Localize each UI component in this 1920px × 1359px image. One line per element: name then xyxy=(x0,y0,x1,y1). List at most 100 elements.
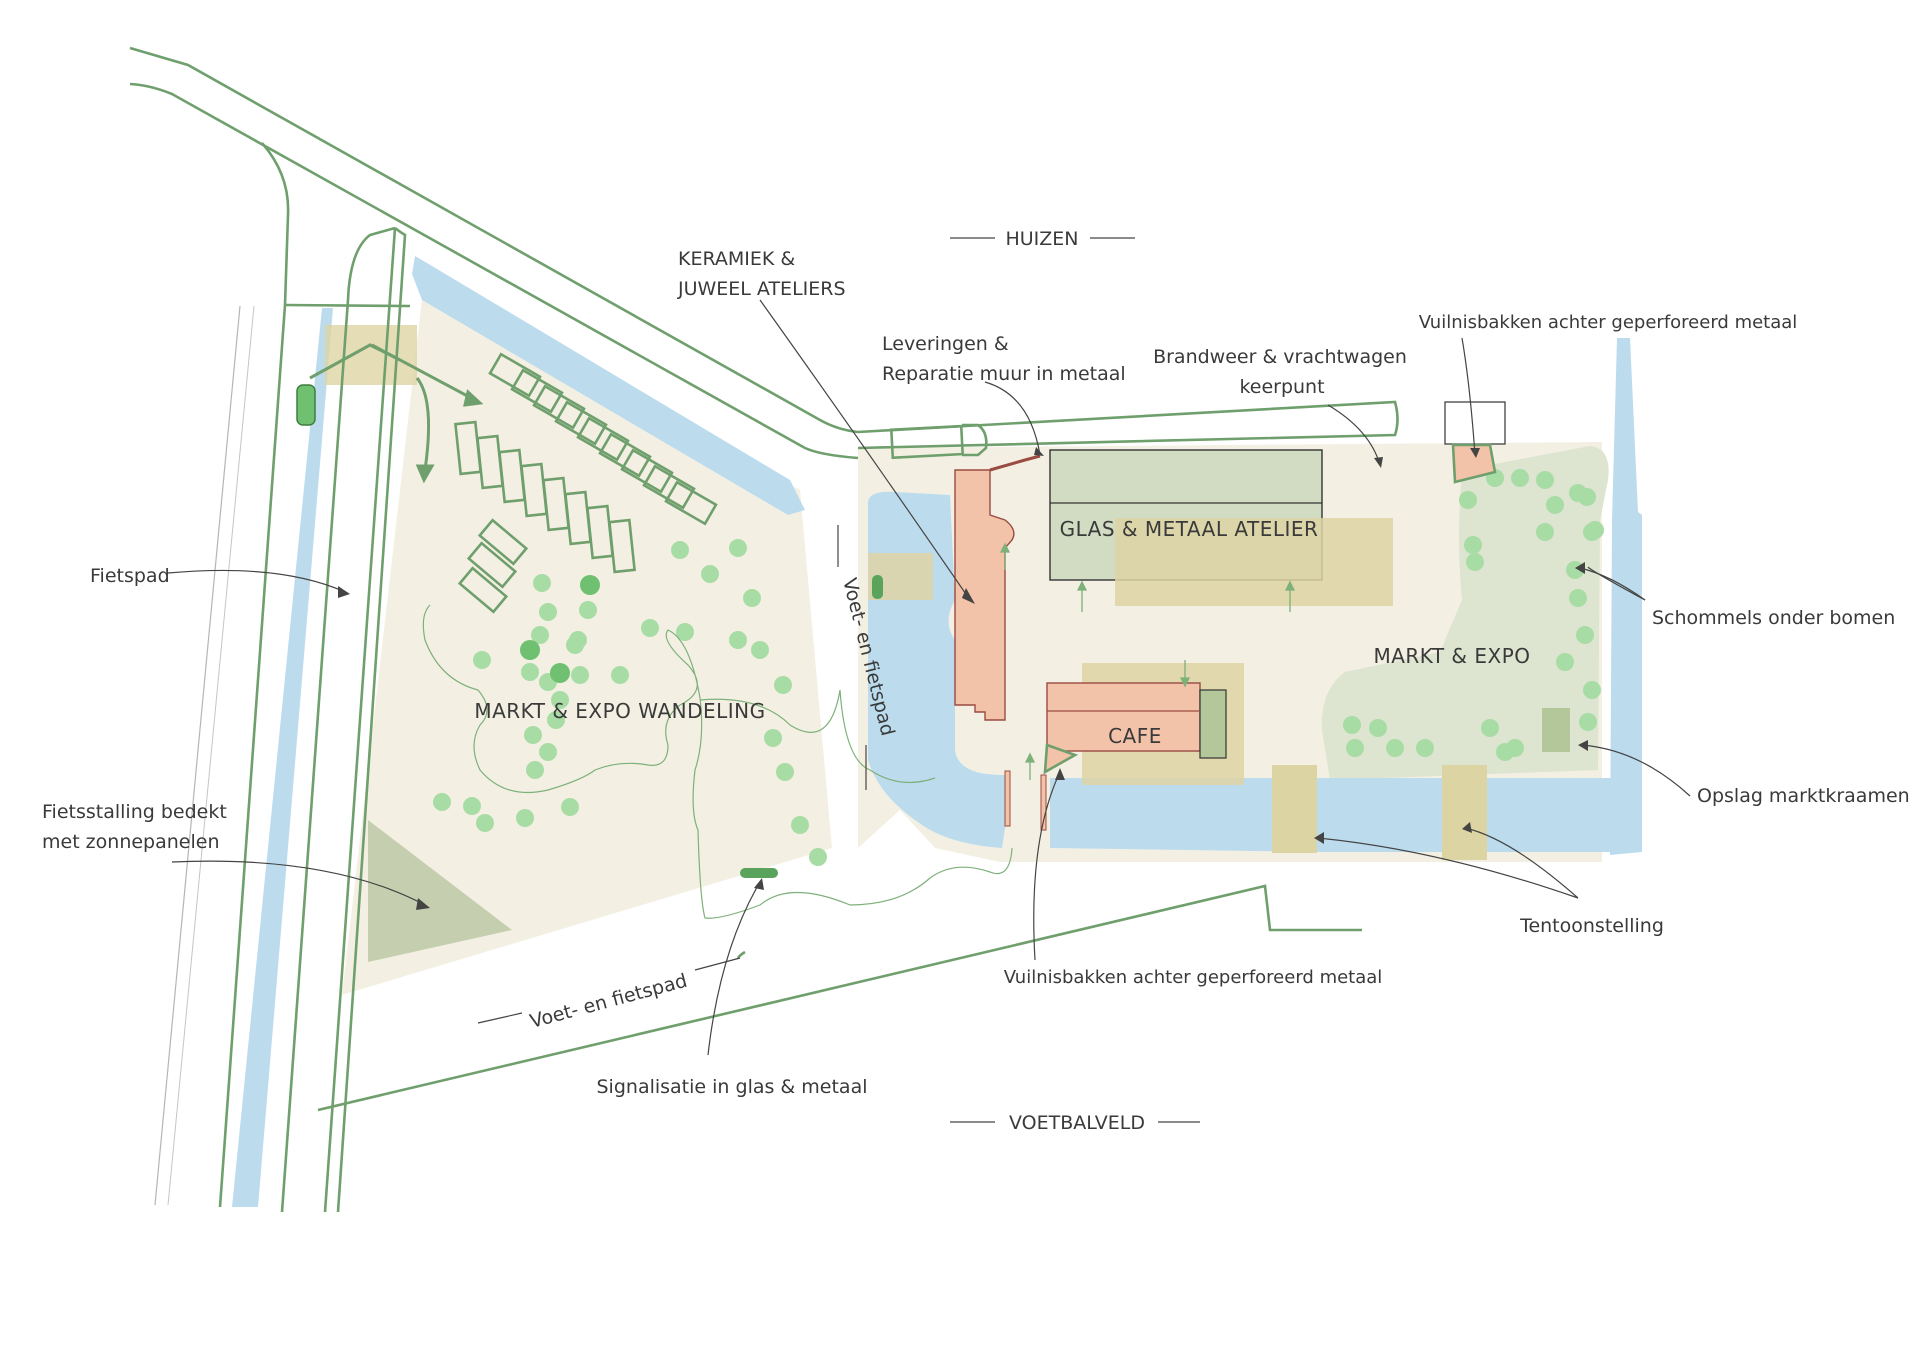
tree xyxy=(561,798,579,816)
label-fietsstalling-line1: Fietsstalling bedekt xyxy=(42,801,227,823)
label-leveringen-line1: Leveringen & xyxy=(882,333,1009,355)
tree xyxy=(1536,523,1554,541)
signage-post-small xyxy=(872,575,883,599)
label-voet-fietspad-diagonal: Voet- en fietspad xyxy=(528,970,690,1033)
bin-shelter-top xyxy=(1444,401,1506,445)
road-west-lane-b xyxy=(323,227,397,1213)
parking-space xyxy=(488,352,542,398)
tree xyxy=(1569,589,1587,607)
road-north-edge xyxy=(129,46,1399,450)
cafe-annex xyxy=(1199,689,1227,759)
tree xyxy=(524,726,542,744)
road-marking-b xyxy=(167,305,255,1206)
exhibition-pad-behind-glas xyxy=(1115,518,1393,606)
entry-arrows xyxy=(309,343,484,484)
tree-dark xyxy=(580,575,600,595)
tree xyxy=(551,691,569,709)
tree xyxy=(776,763,794,781)
delivery-metal-wall xyxy=(989,454,1041,472)
bike-shelter-solar xyxy=(368,820,512,962)
tree xyxy=(641,619,659,637)
parking-space xyxy=(642,464,696,510)
tree xyxy=(539,743,557,761)
tree xyxy=(1546,496,1564,514)
tree xyxy=(1369,719,1387,737)
tree xyxy=(566,636,584,654)
cafe-building xyxy=(1046,682,1201,752)
delivery-truck-cab xyxy=(962,423,988,457)
parking-space xyxy=(664,480,718,526)
walk-path-branch xyxy=(699,689,936,784)
tree xyxy=(476,814,494,832)
label-vuilnis-bottom: Vuilnisbakken achter geperforeerd metaal xyxy=(1004,967,1383,988)
tree xyxy=(1583,681,1601,699)
parking-space xyxy=(576,416,630,462)
tree xyxy=(1343,716,1361,734)
tree xyxy=(729,539,747,557)
tree xyxy=(676,623,694,641)
tree xyxy=(764,729,782,747)
tree xyxy=(1386,739,1404,757)
tree xyxy=(526,761,544,779)
tree xyxy=(1346,739,1364,757)
label-leveringen-line2: Reparatie muur in metaal xyxy=(882,363,1126,385)
parking-space xyxy=(608,518,636,574)
tree xyxy=(547,711,565,729)
tree xyxy=(671,541,689,559)
tree xyxy=(433,793,451,811)
car-west-road xyxy=(296,384,316,426)
canal-diagonal xyxy=(412,256,805,515)
markt-expo-wandeling-path xyxy=(422,604,1013,919)
tree xyxy=(1578,488,1596,506)
tree xyxy=(743,589,761,607)
tree xyxy=(1583,523,1601,541)
label-signalisatie: Signalisatie in glas & metaal xyxy=(597,1076,868,1098)
tree xyxy=(729,631,747,649)
delivery-truck xyxy=(889,424,965,460)
label-huizen: HUIZEN xyxy=(1005,228,1078,250)
parking-field xyxy=(454,352,718,614)
bridge-post-b xyxy=(1040,774,1047,831)
road-north-edge-inner xyxy=(129,82,859,460)
tree xyxy=(1416,739,1434,757)
canal-south-moat xyxy=(1050,778,1640,852)
label-markt-expo: MARKT & EXPO xyxy=(1373,644,1530,668)
tree xyxy=(1464,536,1482,554)
bridge-post-a xyxy=(1004,770,1011,827)
tree xyxy=(516,809,534,827)
tree xyxy=(1576,626,1594,644)
tree xyxy=(579,601,597,619)
tree xyxy=(539,603,557,621)
label-voetbalveld: VOETBALVELD xyxy=(1009,1112,1145,1134)
label-keramiek-line2: JUWEEL ATELIERS xyxy=(677,278,846,300)
parking-space xyxy=(598,432,652,478)
parking-space xyxy=(466,541,518,589)
tree xyxy=(1481,719,1499,737)
label-keramiek-line1: KERAMIEK & xyxy=(678,248,795,270)
tree-group xyxy=(433,469,1604,866)
label-brandweer-line1: Brandweer & vrachtwagen xyxy=(1153,346,1407,368)
tree xyxy=(463,797,481,815)
parking-space xyxy=(554,400,608,446)
tree xyxy=(531,626,549,644)
road-west-curb-curve xyxy=(261,142,290,306)
exhibition-pad-bridge-2 xyxy=(1442,765,1487,860)
road-crossing xyxy=(284,303,411,308)
road-west-bend xyxy=(336,226,407,1213)
parking-space xyxy=(457,566,509,614)
bin-enclosure-top xyxy=(1451,443,1497,484)
tree-dark xyxy=(550,663,570,683)
tree xyxy=(774,676,792,694)
bin-enclosure-cafe xyxy=(1043,743,1079,775)
tree xyxy=(1556,653,1574,671)
tree xyxy=(1506,739,1524,757)
parking-space xyxy=(532,384,586,430)
tree xyxy=(611,666,629,684)
tree xyxy=(791,816,809,834)
label-cafe: CAFE xyxy=(1108,724,1162,748)
road-network xyxy=(129,46,1399,1213)
exhibition-pad-bridge-1 xyxy=(1272,765,1317,853)
label-vuilnis-top: Vuilnisbakken achter geperforeerd metaal xyxy=(1419,312,1798,333)
callout-leaders xyxy=(167,237,1691,1123)
